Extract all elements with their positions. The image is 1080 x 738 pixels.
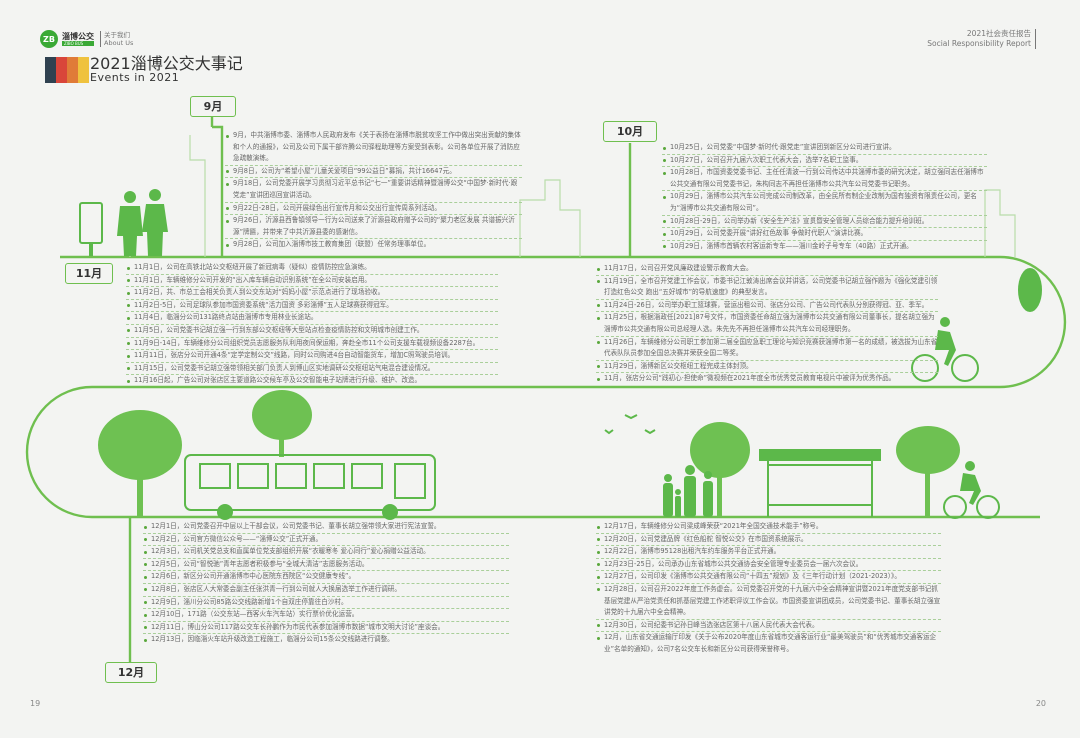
bus-shelter-icon [759, 449, 881, 517]
event-item: 9月，中共淄博市委、淄博市人民政府发布《关于表扬在淄博市脱贫攻坚工作中做出突出贡… [225, 130, 522, 166]
event-item: 11月16日起，广告公司对张店区主要道路公交候车亭及公交智能电子站牌进行升级、维… [126, 375, 498, 387]
event-item: 12月17日，车辆维修分公司梁成峰荣获“2021年全国交通技术能手”称号。 [596, 521, 941, 534]
event-item: 12月10日，171路（公交东站—西客火车汽车站）实行票价优化运营。 [143, 609, 509, 622]
report-title: 2021社会责任报告 Social Responsibility Report [927, 29, 1036, 49]
events-dec-right: 12月17日，车辆维修分公司梁成峰荣获“2021年全国交通技术能手”称号。12月… [596, 521, 941, 656]
events-nov-right: 11月17日，公司召开党风廉政建设警示教育大会。11月19日，全市召开党建工作会… [596, 263, 938, 385]
event-item: 11月17日，公司召开党风廉政建设警示教育大会。 [596, 263, 938, 276]
event-item: 12月11日，博山分公司117路公交车长孙鹏作为市民代表参加淄博市数据“城市文明… [143, 622, 509, 635]
event-item: 12月6日，新区分公司开通淄博市中心医院东西院区“公交健康专线”。 [143, 571, 509, 584]
bus-icon [184, 454, 436, 520]
month-label-oct: 10月 [603, 121, 657, 142]
brand-sub: ZIBO BUS [62, 41, 94, 46]
event-item: 9月22日-28日，公司开展绿色出行宣传月和公交出行宣传周系列活动。 [225, 203, 522, 216]
event-item: 11月15日，公司党委书记胡立强带领相关部门负责人到博山区实地调研公交枢纽站气电… [126, 363, 498, 376]
events-sep: 9月，中共淄博市委、淄博市人民政府发布《关于表扬在淄博市脱贫攻坚工作中做出突出贡… [225, 130, 522, 251]
event-item: 9月28日，公司加入淄博市技工教育集团（联盟）任常务理事单位。 [225, 239, 522, 251]
event-item: 12月9日，淄川分公司85路公交线路新增1个自双庄停靠往白沙村。 [143, 597, 509, 610]
report-cn: 2021社会责任报告 [966, 29, 1031, 38]
event-item: 9月26日，沂源县西鲁镇领导一行为公司送来了沂源县政府赠予公司的“聚力老区发展 … [225, 215, 522, 240]
event-item: 10月27日，公司召开九届六次职工代表大会，选举7名职工监事。 [662, 155, 987, 168]
event-item: 12月13日，因临淄火车站升级改造工程施工，临淄分公司15条公交线路进行调整。 [143, 634, 509, 646]
event-item: 12月28日，公司召开2022年度工作务虚会。公司党委召开党的十九届六中全会精神… [596, 584, 941, 620]
cyclist-icon-2 [943, 461, 1000, 519]
event-item: 12月27日，公司印发《淄博市公共交通有限公司“十四五”规划》及《三年行动计划（… [596, 571, 941, 584]
event-item: 11月11日，张店分公司开通4条“定学定制公交”线路，同时公司购进4台自动智能货… [126, 350, 498, 363]
event-item: 12月20日，公司党建品牌《红色船舵 智悦公交》在市国资系统展示。 [596, 534, 941, 547]
event-item: 12月22日，淄博市95128出租汽车约车服务平台正式开通。 [596, 546, 941, 559]
event-item: 11月25日，根据淄政任[2021]87号文件，市国资委任命胡立强为淄博市公共交… [596, 312, 938, 337]
month-label-dec: 12月 [105, 662, 157, 683]
event-item: 11月5日，公司党委书记胡立强一行到东部公交枢纽等大型站点检查疫情防控和文明城市… [126, 325, 498, 338]
event-item: 11月29日，淄博新区公交枢纽工程完成主体封顶。 [596, 361, 938, 374]
event-item: 12月8日，张店区人大常委会副主任张洪青一行到公司就人大换届选举工作进行调研。 [143, 584, 509, 597]
event-item: 11月2日-5日，公司足球队参加市国资委系统“活力国资 多彩淄博”五人足球赛获得… [126, 300, 498, 313]
event-item: 11月24日-26日，公司举办职工篮球赛，营运出租公司、张店分公司、广告公司代表… [596, 300, 938, 313]
event-item: 10月29日，公司党委开展“讲好红色故事 争做时代职人”演讲比赛。 [662, 228, 987, 241]
event-item: 12月1日，公司党委召开中层以上干部会议，公司党委书记、董事长胡立强带领大家进行… [143, 521, 509, 534]
brand-header: ZB 淄博公交 ZIBO BUS 关于我们 About Us [40, 30, 133, 48]
event-item: 12月2日，公司官方微信公众号——“淄博公交”正式开通。 [143, 534, 509, 547]
event-item: 11月26日，车辆维修分公司职工参加第二届全国应急职工理论与知识竞赛获淄博市第一… [596, 337, 938, 361]
event-item: 10月28日-29日，公司举办新《安全生产法》宣贯暨安全管理人员综合能力提升培训… [662, 216, 987, 229]
event-item: 11月2日，共、市总工会相关负责人到公交东站对“妈妈小屋”示范点进行了现场验收。 [126, 287, 498, 300]
event-item: 12月，山东省交通运输厅印发《关于公布2020年度山东省城市交通客运行业“最美驾… [596, 632, 941, 655]
brand-name: 淄博公交 [62, 32, 94, 41]
event-item: 11月4日，临淄分公司131路终点站由淄博市专用林业长途站。 [126, 312, 498, 325]
report-en: Social Responsibility Report [927, 39, 1031, 48]
event-item: 10月25日，公司党委“中国梦·新时代·跟党走”宣讲团到新区分公司进行宣讲。 [662, 142, 987, 155]
pedestrians-icon [79, 189, 168, 256]
title-cn: 2021淄博公交大事记 [90, 54, 243, 73]
events-oct: 10月25日，公司党委“中国梦·新时代·跟党走”宣讲团到新区分公司进行宣讲。10… [662, 142, 987, 252]
event-item: 12月23日-25日，公司承办山东省城市公共交通协会安全管理专业委员会一届六次会… [596, 559, 941, 572]
event-item: 11月1日，公司在高铁北站公交枢纽开展了新冠病毒（疑似）疫情防控应急演练。 [126, 262, 498, 275]
month-label-sep: 9月 [190, 96, 236, 117]
event-item: 11月9日-14日，车辆维修分公司组织党员志愿服务队利用夜间保运期，奔赴全市11… [126, 338, 498, 351]
section-label: 关于我们 About Us [100, 31, 133, 47]
tree-icon [98, 390, 960, 517]
event-item: 11月19日，全市召开党建工作会议，市委书记江敦涛出席会议并讲话，公司党委书记胡… [596, 276, 938, 300]
family-icon [663, 465, 713, 517]
event-item: 10月28日，市国资委党委书记、主任任清波一行到公司传达中共淄博市委的研究决定，… [662, 167, 987, 192]
page-title: 2021淄博公交大事记 Events in 2021 [90, 55, 243, 84]
section-cn: 关于我们 [104, 31, 130, 39]
events-dec-left: 12月1日，公司党委召开中层以上干部会议，公司党委书记、董事长胡立强带领大家进行… [143, 521, 509, 646]
month-label-nov: 11月 [65, 263, 113, 284]
events-nov-left: 11月1日，公司在高铁北站公交枢纽开展了新冠病毒（疑似）疫情防控应急演练。11月… [126, 262, 498, 387]
logo-icon: ZB [40, 30, 58, 48]
event-item: 9月8日，公司为“希望小屋”儿童关爱项目“99公益日”募捐，共计16647元。 [225, 166, 522, 179]
event-item: 9月18日，公司党委开展学习贯彻习近平总书记“七一”重要讲话精神暨淄博公交“中国… [225, 178, 522, 203]
event-item: 12月30日，公司纪委书记孙日峰当选张店区第十八届人民代表大会代表。 [596, 620, 941, 633]
event-item: 11月1日，车辆维修分公司开发的“出入库车辆自动识别系统”在全公司安装启用。 [126, 275, 498, 288]
timeline-path [25, 117, 1067, 662]
event-item: 11月，张店分公司“践初心·担使命”微视频在2021年度全市优秀党员教育电视片中… [596, 373, 938, 385]
section-en: About Us [104, 39, 134, 47]
event-item: 12月3日，公司机关党总支和直属单位党支部组织开展“衣暖寒冬 爱心同行”爱心捐赠… [143, 546, 509, 559]
page-number-right: 20 [1035, 699, 1046, 708]
event-item: 10月29日，淄博市公共汽车公司完成公司制改革，由全民所有制企业改制为国有独资有… [662, 191, 987, 216]
page-number-left: 19 [30, 699, 41, 708]
event-item: 12月5日，公司“智悦驰”青年志愿者积极参与“全城大清洁”志愿服务活动。 [143, 559, 509, 572]
title-en: Events in 2021 [90, 71, 180, 84]
cyclist-icon [911, 268, 1042, 382]
title-color-bars [45, 57, 89, 83]
event-item: 10月29日，淄博市首辆农村客运新专车——淄川金岭子号专车（40路）正式开通。 [662, 241, 987, 253]
